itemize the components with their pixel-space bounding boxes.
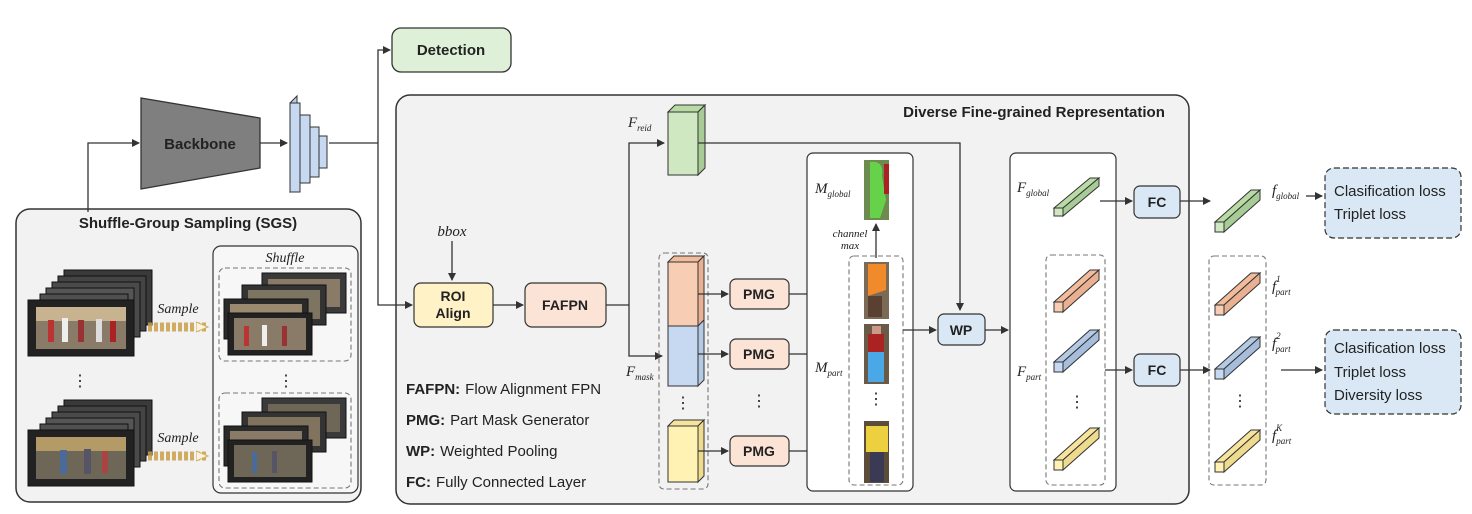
detection-label: Detection <box>417 42 485 59</box>
F-part-vector-1 <box>1052 268 1101 314</box>
legend-item-wp: WP:Weighted Pooling <box>406 443 557 460</box>
F-mask-label: Fmask <box>625 364 655 382</box>
F-part-label: Fpart <box>1016 364 1042 382</box>
legend: FAFPN:Flow Alignment FPN PMG:Part Mask G… <box>406 381 601 491</box>
backbone-label: Backbone <box>164 136 236 153</box>
M-part-image-K <box>864 421 889 483</box>
f-part-vector-K <box>1213 428 1262 474</box>
loss-global-1: Clasification loss <box>1334 183 1446 200</box>
F-reid-cube <box>666 103 707 177</box>
fc-part-label: FC <box>1148 362 1167 378</box>
F-global-label: Fglobal <box>1016 180 1050 198</box>
fc-global-box <box>1133 185 1181 219</box>
F-mask-dots: ⋮ <box>675 395 691 412</box>
bbox-label: bbox <box>437 224 467 240</box>
f-part-vector-2 <box>1213 335 1262 381</box>
M-global-label: Mglobal <box>814 181 851 199</box>
legend-item-fafpn: FAFPN:Flow Alignment FPN <box>406 381 601 398</box>
shuffle-group-2 <box>218 392 352 489</box>
f-part-group <box>1208 255 1267 486</box>
mask-panel <box>806 152 914 492</box>
M-part-image-2 <box>864 324 889 384</box>
wp-label: WP <box>950 322 973 338</box>
F-part-dots: ⋮ <box>1069 394 1085 411</box>
M-part-label: Mpart <box>814 360 843 378</box>
channel-max-2: max <box>841 240 859 252</box>
fafpn-label: FAFPN <box>542 297 588 313</box>
f-part-vector-1 <box>1213 271 1262 317</box>
roi-label-1: ROI <box>441 288 466 304</box>
F-mask-cube-2 <box>667 318 705 388</box>
pmg-label-3: PMG <box>743 443 775 459</box>
shuffled-frames-1 <box>223 272 347 356</box>
sgs-dots-right: ⋮ <box>278 373 294 390</box>
M-part-group <box>848 255 904 486</box>
pmg-dots: ⋮ <box>751 393 767 410</box>
M-global-image <box>864 160 889 220</box>
video-stack-bottom <box>27 399 153 487</box>
f-global-label: fglobal <box>1272 183 1300 201</box>
loss-part-3: Diversity loss <box>1334 387 1422 404</box>
M-part-image-1 <box>864 262 889 319</box>
F-mask-group <box>658 252 709 490</box>
video-stack-top <box>27 269 153 357</box>
fc-global-label: FC <box>1148 194 1167 210</box>
backbone-trapezoid <box>140 97 261 190</box>
pmg-label-1: PMG <box>743 286 775 302</box>
F-part-vector-K <box>1052 426 1101 472</box>
sgs-dots-left: ⋮ <box>72 373 88 390</box>
loss-part-box <box>1324 329 1462 415</box>
feature-pyramid-icon <box>289 94 328 194</box>
loss-part-1: Clasification loss <box>1334 340 1446 357</box>
dfr-panel <box>395 94 1190 505</box>
F-reid-label: Freid <box>627 115 652 133</box>
channel-max-1: channel <box>833 228 868 240</box>
loss-global-2: Triplet loss <box>1334 206 1406 223</box>
F-mask-cube-K <box>666 418 706 484</box>
legend-item-pmg: PMG:Part Mask Generator <box>406 412 589 429</box>
feature-panel <box>1009 152 1117 492</box>
shuffled-frames-2 <box>223 397 347 483</box>
F-mask-cube-1 <box>666 254 706 328</box>
f-part-dots: ⋮ <box>1232 393 1248 410</box>
loss-part-2: Triplet loss <box>1334 364 1406 381</box>
M-part-dots: ⋮ <box>868 391 884 408</box>
legend-item-fc: FC:Fully Connected Layer <box>406 474 586 491</box>
sgs-title: Shuffle-Group Sampling (SGS) <box>79 215 297 232</box>
loss-global-box <box>1324 167 1462 239</box>
shuffle-group-1 <box>218 267 352 362</box>
f-global-vector <box>1213 188 1262 234</box>
F-global-vector <box>1052 176 1101 218</box>
F-part-vector-2 <box>1052 328 1101 374</box>
sample-label-2: Sample <box>157 431 198 446</box>
sample-label-1: Sample <box>157 302 198 317</box>
roi-label-2: Align <box>436 305 471 321</box>
pmg-label-2: PMG <box>743 346 775 362</box>
F-part-group <box>1045 254 1106 486</box>
shuffle-label: Shuffle <box>266 251 305 266</box>
detection-box <box>391 27 512 73</box>
dfr-title: Diverse Fine-grained Representation <box>903 104 1165 121</box>
